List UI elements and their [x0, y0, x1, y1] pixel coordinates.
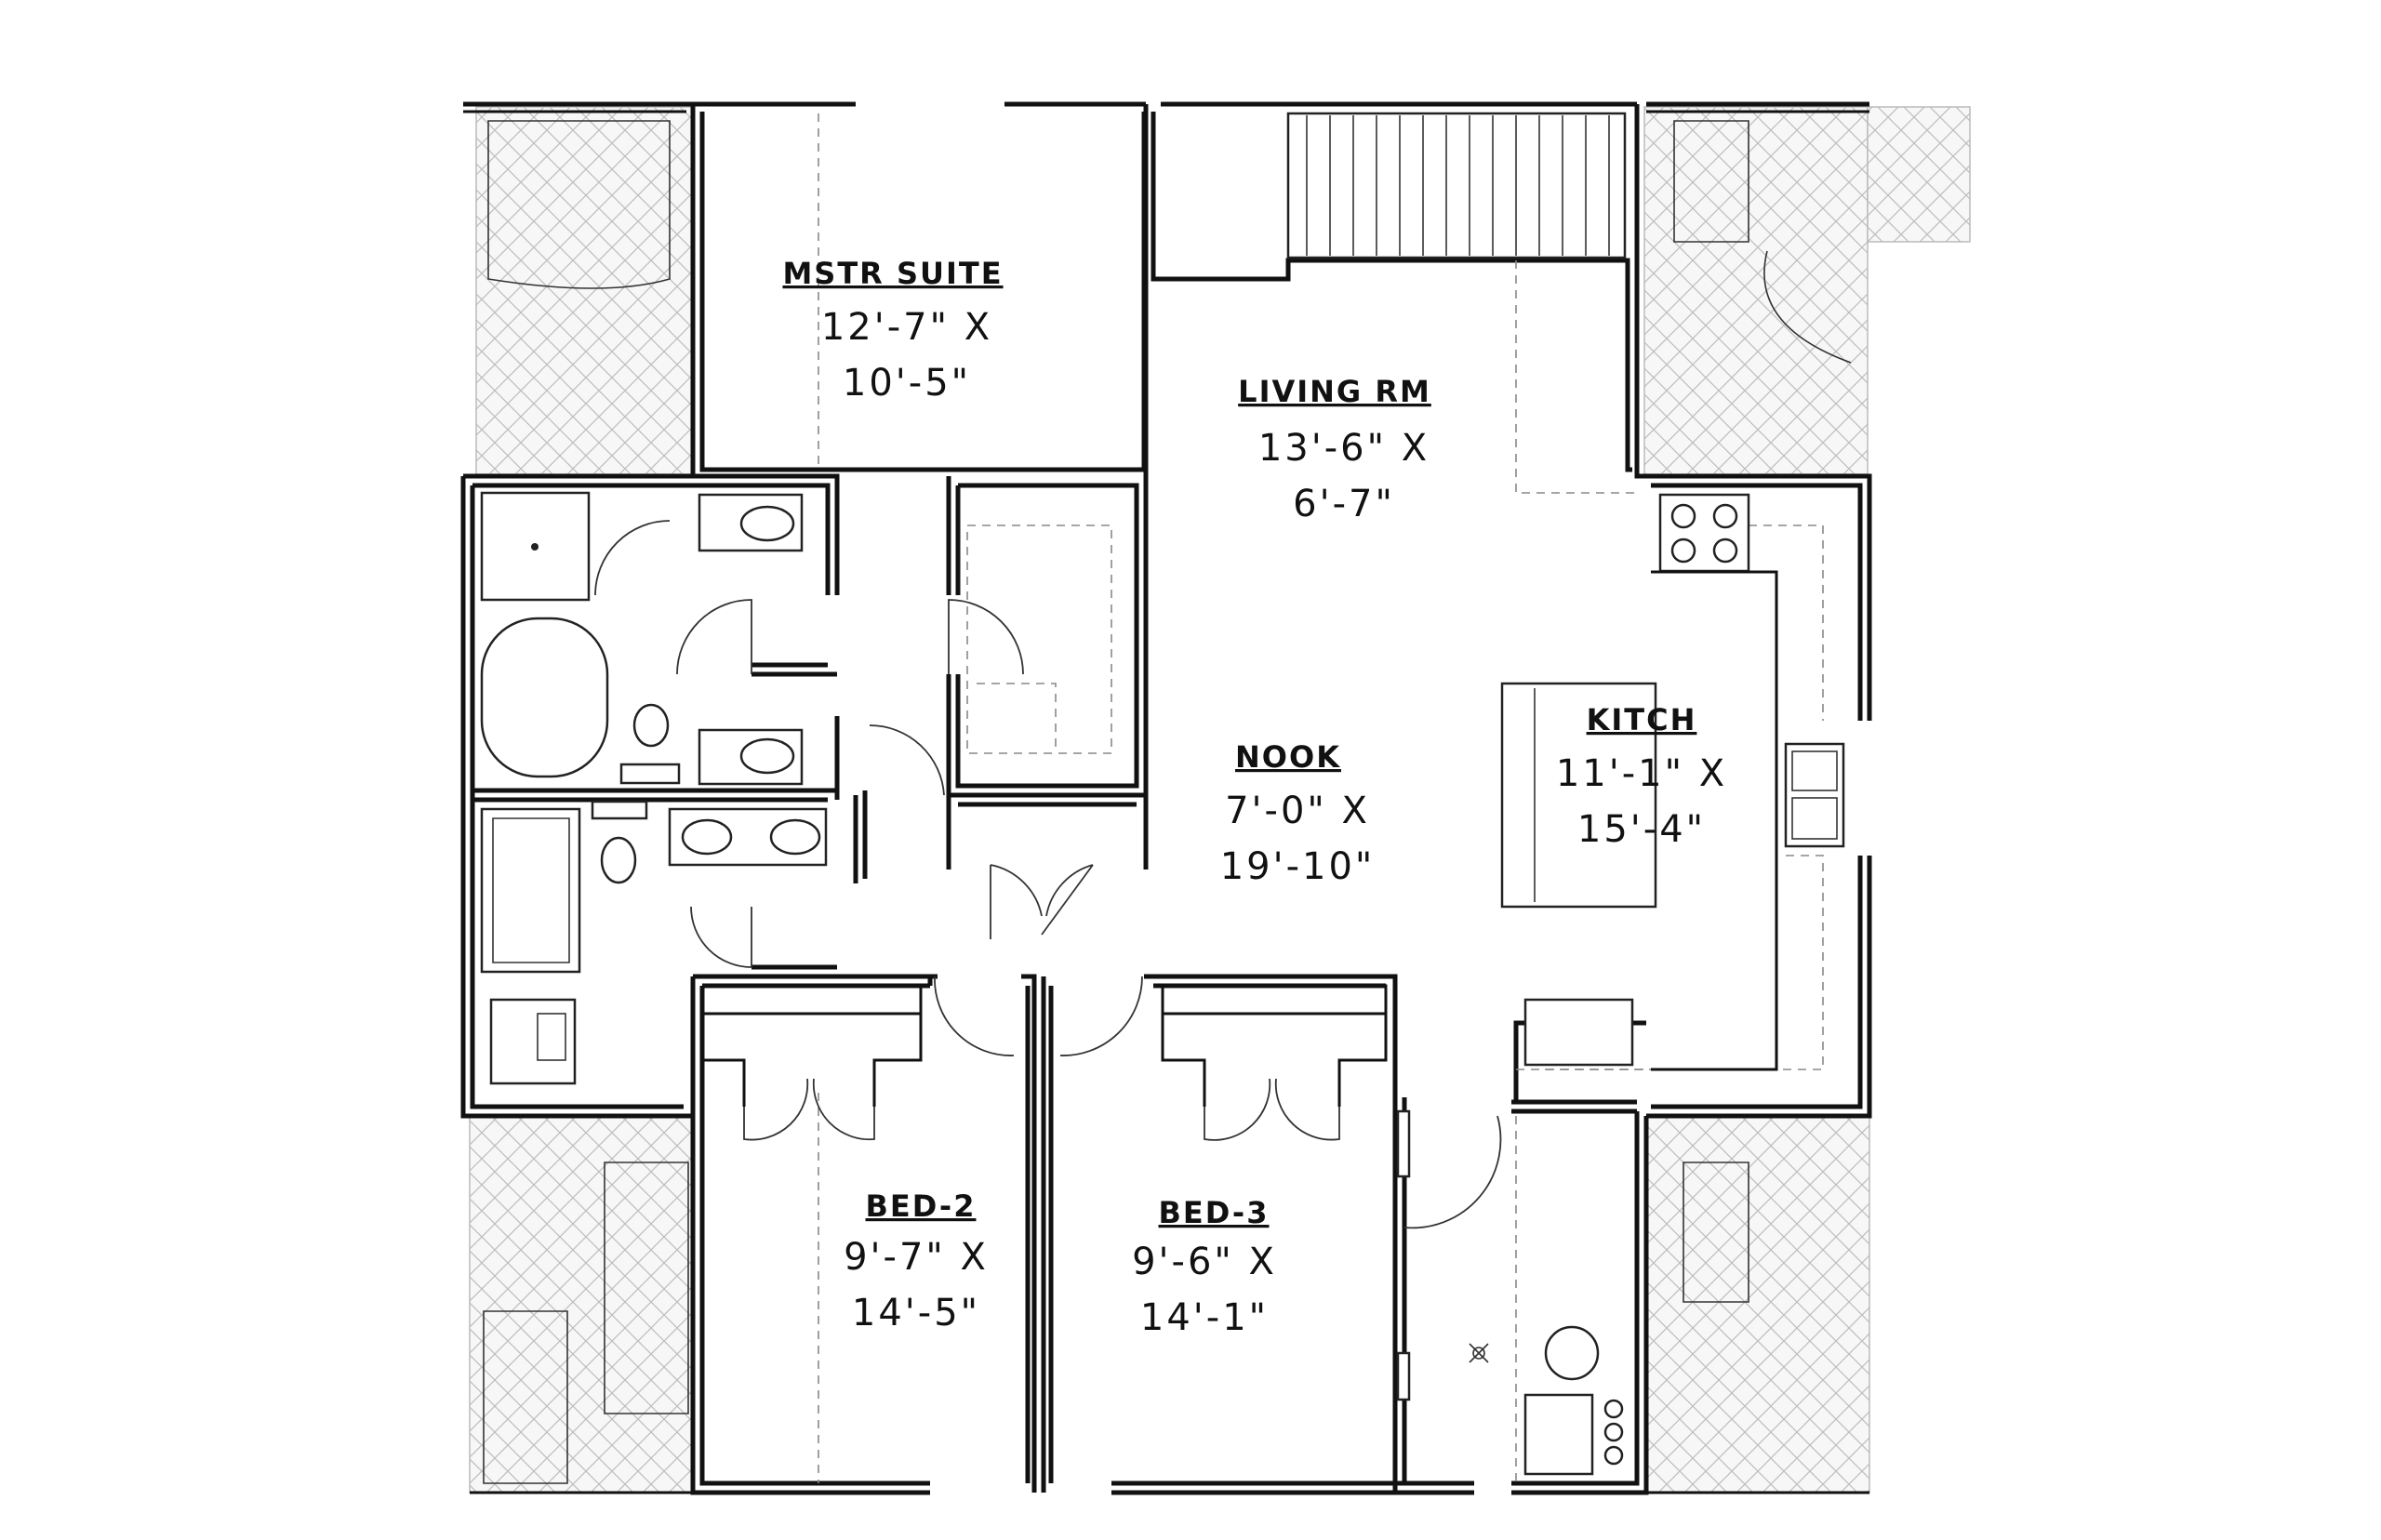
refrigerator [1523, 998, 1634, 1067]
room-labels: MSTR SUITE 12'-7" X 10'-5" LIVING RM 13'… [782, 256, 1727, 1339]
label-nook: NOOK [1235, 739, 1341, 775]
dim-nook-1: 7'-0" X [1225, 790, 1370, 832]
dim-kitchen-2: 15'-4" [1577, 808, 1706, 851]
patio-top-right-ext [1867, 106, 1971, 243]
dim-bed-2-2: 14'-5" [852, 1292, 980, 1334]
label-bed-3: BED-3 [1159, 1195, 1270, 1230]
bath-fixtures [480, 491, 828, 1085]
patio-top-left [475, 106, 693, 475]
label-bed-2: BED-2 [866, 1188, 977, 1224]
dim-bed-3-2: 14'-1" [1140, 1296, 1269, 1339]
furnace [1523, 1393, 1594, 1476]
dim-master-suite-2: 10'-5" [843, 362, 971, 405]
dim-kitchen-1: 11'-1" X [1556, 752, 1727, 795]
stairs [1286, 112, 1627, 259]
dim-living-room-1: 13'-6" X [1258, 427, 1430, 470]
patio-bottom-left [469, 1115, 694, 1494]
toilet-hall [600, 836, 637, 884]
doors [594, 520, 1502, 1229]
dim-nook-2: 19'-10" [1220, 845, 1376, 888]
bathtub [480, 617, 609, 778]
dim-bed-2-1: 9'-7" X [844, 1236, 989, 1279]
label-master-suite: MSTR SUITE [782, 256, 1003, 291]
kitchen-fixtures [1500, 493, 1845, 1071]
patio-bottom-right [1645, 1115, 1870, 1494]
range [1658, 493, 1750, 573]
dim-bed-3-1: 9'-6" X [1132, 1241, 1277, 1283]
dim-living-room-2: 6'-7" [1293, 483, 1395, 525]
toilet-master [632, 703, 670, 748]
washer [489, 998, 577, 1085]
patio-top-right [1643, 106, 1869, 475]
kitchen-island [1500, 682, 1657, 909]
dim-master-suite-1: 12'-7" X [821, 306, 992, 349]
label-living-room: LIVING RM [1238, 374, 1431, 409]
patios [469, 106, 1971, 1494]
water-heater [1544, 1325, 1600, 1381]
kitchen-sink [1784, 742, 1845, 848]
interior-walls [472, 476, 1646, 1493]
label-kitchen: KITCH [1587, 702, 1697, 737]
bathtub-2 [480, 807, 581, 974]
utility-fixtures [1396, 1109, 1624, 1476]
exterior-walls [460, 101, 1872, 1495]
